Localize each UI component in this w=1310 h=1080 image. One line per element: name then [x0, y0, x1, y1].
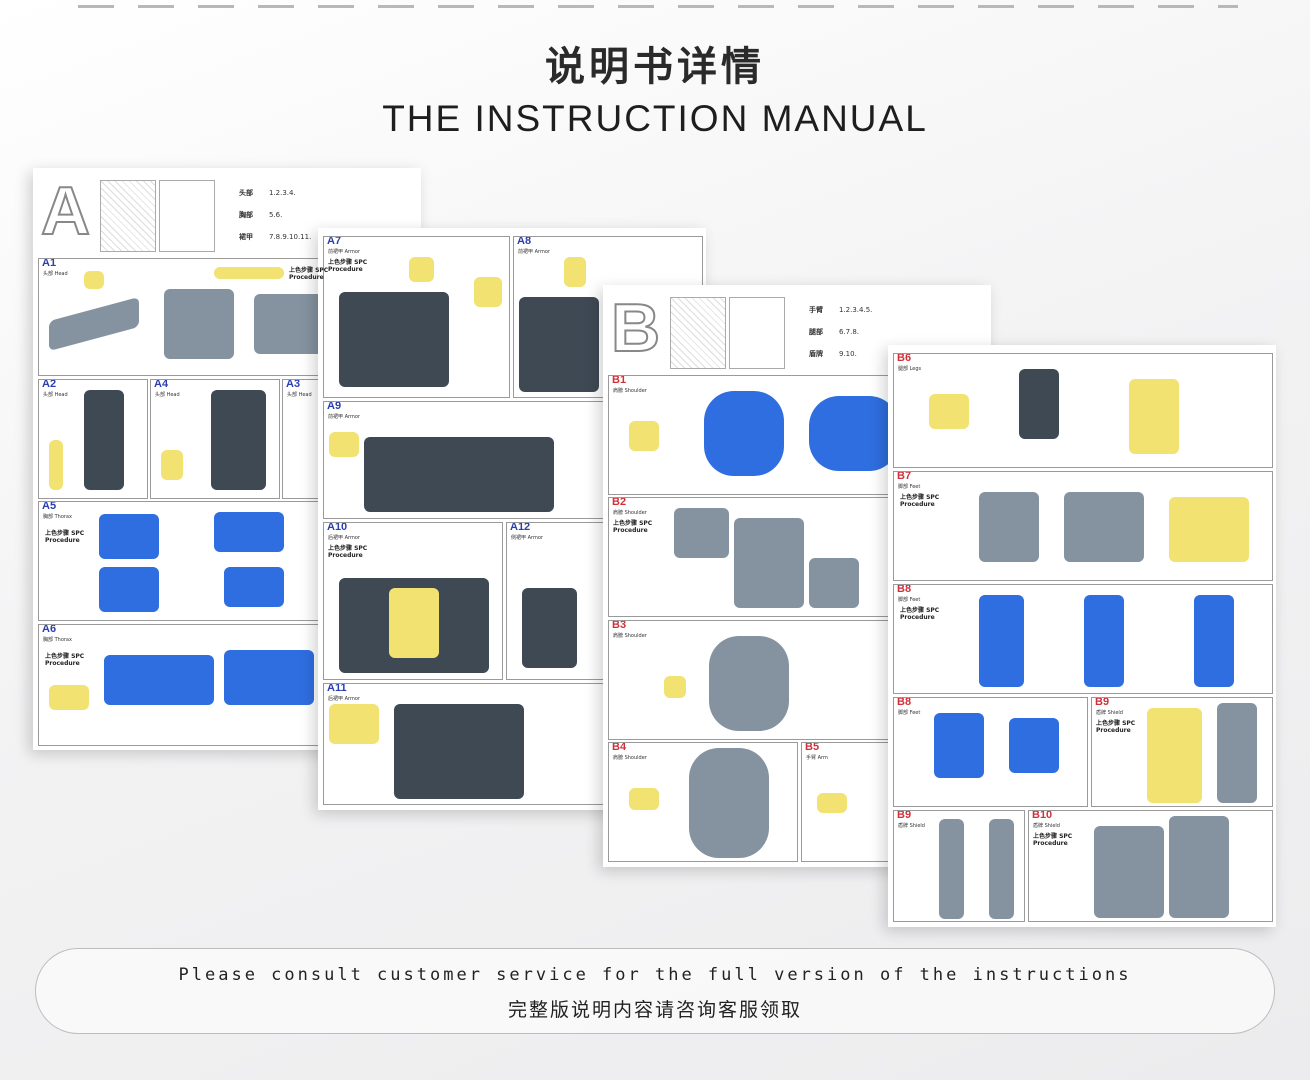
title-chinese: 说明书详情	[545, 44, 765, 90]
procedure-label: 上色步骤 SPC Procedure	[1033, 833, 1073, 847]
footer-notice-chinese: 完整版说明内容请咨询客服领取	[507, 999, 802, 1021]
runner-diagram	[670, 297, 726, 369]
procedure-label: 上色步骤 SPC Procedure	[328, 259, 368, 273]
runner-diagram	[100, 180, 156, 252]
footer-notice-english: Please consult customer service for the …	[178, 965, 1132, 985]
procedure-label: 上色步骤 SPC Procedure	[45, 530, 85, 544]
title-english: THE INSTRUCTION MANUAL	[382, 98, 928, 139]
procedure-label: 上色步骤 SPC Procedure	[613, 520, 653, 534]
procedure-label: 上色步骤 SPC Procedure	[289, 267, 329, 281]
top-dashed-divider	[78, 5, 1238, 8]
section-letter: A	[40, 172, 91, 250]
section-letter: B	[610, 289, 661, 367]
procedure-label: 上色步骤 SPC Procedure	[900, 607, 940, 621]
footer-notice: Please consult customer service for the …	[35, 948, 1275, 1034]
procedure-label: 上色步骤 SPC Procedure	[328, 545, 368, 559]
procedure-label: 上色步骤 SPC Procedure	[45, 653, 85, 667]
procedure-label: 上色步骤 SPC Procedure	[1096, 720, 1136, 734]
procedure-label: 上色步骤 SPC Procedure	[900, 494, 940, 508]
sheet-diagram	[159, 180, 215, 252]
sheet-diagram	[729, 297, 785, 369]
